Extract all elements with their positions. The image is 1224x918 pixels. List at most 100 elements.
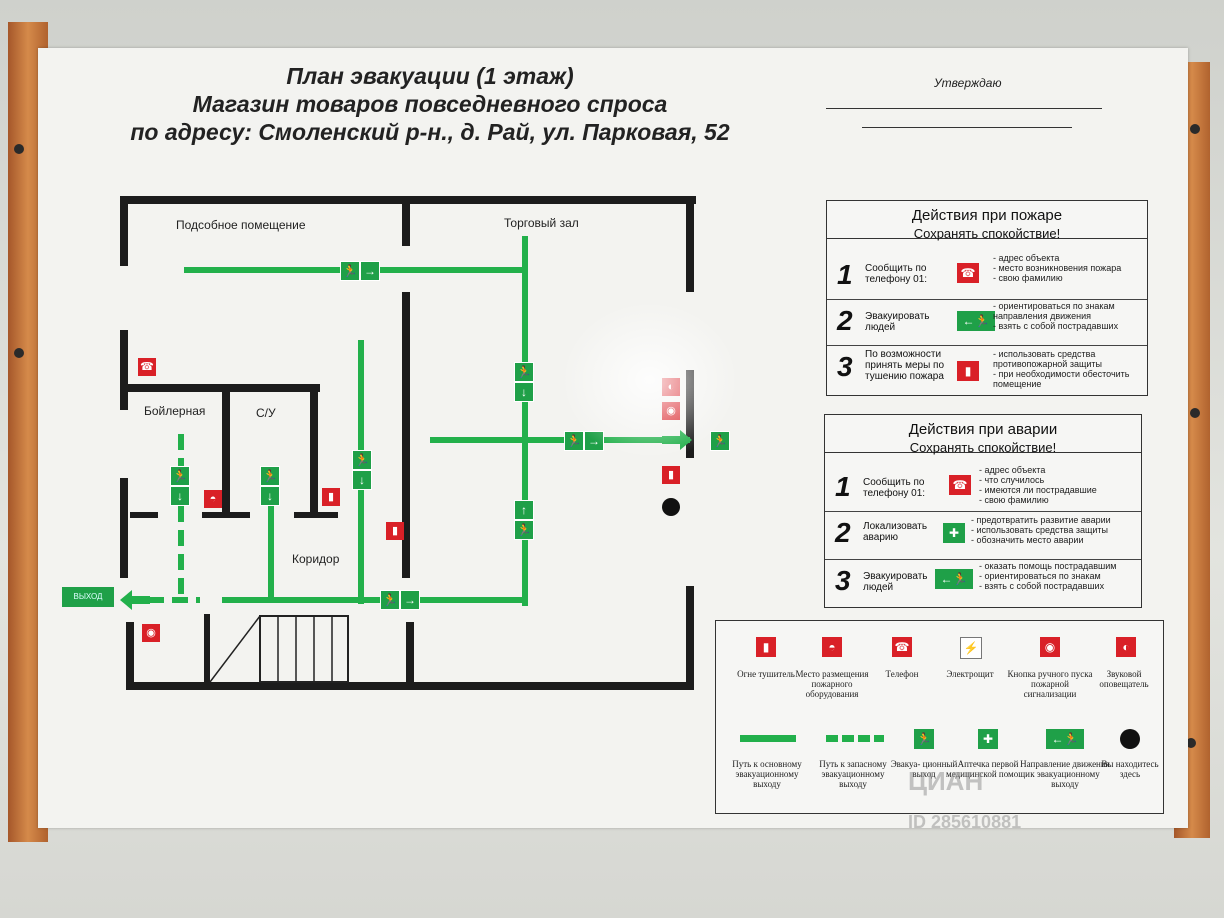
running-man-icon: 🏃: [564, 431, 584, 451]
shop-name: Магазин товаров повседневного спроса: [192, 91, 668, 117]
signature-line: [826, 108, 1102, 109]
step-details: - адрес объекта - место возникновения по…: [993, 253, 1122, 283]
step-action: Сообщить по телефону 01:: [865, 263, 928, 285]
phone-icon: ☎: [138, 358, 156, 376]
arrow-up-icon: ↑: [514, 500, 534, 520]
legend-phone: Телефон: [885, 669, 919, 679]
running-man-icon: 🏃: [352, 450, 372, 470]
phone-icon: ☎: [949, 475, 971, 495]
legend-evac-exit: Эвакуа- ционный выход: [890, 759, 958, 779]
fire-actions-title: Действия при пожаре: [911, 207, 1063, 224]
plan-wall: [126, 622, 134, 688]
step-number: 2: [835, 517, 851, 548]
approve-label: Утверждаю: [934, 76, 1002, 90]
step-number: 3: [837, 351, 853, 382]
plan-wall: [130, 512, 158, 518]
step-number: 3: [835, 565, 851, 596]
spare-evac-path: [178, 434, 184, 602]
exit-sign: ВЫХОД: [62, 587, 114, 607]
main-path-sample: [740, 735, 796, 742]
step-action: Сообщить по телефону 01:: [863, 477, 926, 499]
main-evac-path: [268, 466, 274, 602]
plan-wall: [406, 622, 414, 684]
fire-actions-subtitle: Сохранять спокойствие!: [913, 226, 1061, 241]
running-man-icon: 🏃: [514, 520, 534, 540]
first-aid-icon: ✚: [978, 729, 998, 749]
plan-wall: [294, 512, 338, 518]
main-evac-path: [522, 236, 528, 606]
accident-actions-box: Действия при аварии Сохранять спокойстви…: [824, 414, 1142, 608]
screw-icon: [14, 348, 24, 358]
first-aid-icon: ✚: [943, 523, 965, 543]
extinguisher-icon: ▮: [756, 637, 776, 657]
plan-wall: [120, 196, 128, 266]
plan-wall: [686, 586, 694, 690]
plan-wall: [120, 478, 128, 578]
fire-actions-box: Действия при пожаре Сохранять спокойстви…: [826, 200, 1148, 396]
legend-spare-path: Путь к запасному эвакуационному выходу: [819, 759, 887, 789]
fire-step-row: 3 По возможности принять меры по тушению…: [827, 345, 1147, 393]
extinguisher-icon: ▮: [957, 361, 979, 381]
arrow-down-icon: ↓: [260, 486, 280, 506]
extinguisher-icon: ▮: [322, 488, 340, 506]
legend-electric: Электрощит: [946, 669, 994, 679]
watermark-id: ID 285610881: [908, 812, 1022, 832]
running-man-icon: 🏃: [340, 261, 360, 281]
extinguisher-icon: ▮: [662, 466, 680, 484]
signature-line: [862, 127, 1072, 128]
watermark-brand: ЦИАН: [908, 766, 984, 796]
alarm-button-icon: ◉: [1040, 637, 1060, 657]
legend-fire-equipment: Место размещения пожарного оборудования: [795, 669, 869, 699]
room-label-wc: С/У: [256, 406, 276, 420]
arrow-right-icon: [662, 430, 692, 450]
step-action: Локализовать аварию: [863, 521, 928, 543]
step-action: Эвакуировать людей: [865, 311, 930, 333]
running-man-icon: 🏃: [380, 590, 400, 610]
step-action: По возможности принять меры по тушению п…: [865, 349, 945, 382]
alarm-button-icon: ◉: [662, 402, 680, 420]
plan-wall: [204, 614, 210, 686]
room-label-auxiliary: Подсобное помещение: [176, 218, 306, 232]
step-number: 1: [835, 471, 851, 502]
arrow-down-icon: ↓: [514, 382, 534, 402]
step-details: - адрес объекта - что случилось - имеютс…: [979, 465, 1097, 505]
fire-equipment-icon: ◓: [822, 637, 842, 657]
accident-step-row: 2 Локализовать аварию ✚ - предотвратить …: [825, 511, 1141, 560]
arrow-down-icon: ↓: [352, 470, 372, 490]
running-man-icon: 🏃: [514, 362, 534, 382]
sound-alarm-icon: ◐: [662, 378, 680, 396]
plan-wall: [686, 196, 694, 292]
arrow-right-icon: →: [584, 431, 604, 451]
room-label-sales-hall: Торговый зал: [504, 216, 579, 230]
evac-exit-icon: 🏃: [914, 729, 934, 749]
phone-icon: ☎: [957, 263, 979, 283]
staircase: [209, 615, 349, 683]
legend-extinguisher: Огне тушитель: [737, 669, 795, 679]
direction-sign-icon: ←🏃: [957, 311, 995, 331]
screw-icon: [1186, 738, 1196, 748]
spare-path-sample: [826, 735, 884, 742]
plan-wall: [120, 330, 128, 410]
accident-actions-subtitle: Сохранять спокойствие!: [909, 440, 1057, 455]
legend-first-aid: Аптечка первой медицинской помощи: [946, 759, 1030, 779]
arrow-down-icon: ↓: [170, 486, 190, 506]
step-number: 2: [837, 305, 853, 336]
accident-step-row: 1 Сообщить по телефону 01: ☎ - адрес объ…: [825, 463, 1141, 512]
step-details: - предотвратить развитие аварии - исполь…: [971, 515, 1111, 545]
room-label-boiler: Бойлерная: [144, 404, 206, 418]
step-action: Эвакуировать людей: [863, 571, 928, 593]
arrow-right-icon: →: [400, 590, 420, 610]
plan-wall: [402, 196, 410, 246]
accident-actions-title: Действия при аварии: [908, 421, 1058, 438]
plan-wall: [120, 384, 320, 392]
plan-wall: [202, 512, 250, 518]
fire-equipment-icon: ◓: [204, 490, 222, 508]
evac-exit-icon: 🏃: [710, 431, 730, 451]
running-man-icon: 🏃: [260, 466, 280, 486]
plan-wall: [402, 292, 410, 578]
extinguisher-icon: ▮: [386, 522, 404, 540]
legend-direction: Направление движения к эвакуационному вы…: [1020, 759, 1110, 789]
room-label-corridor: Коридор: [292, 552, 340, 566]
main-evac-path: [222, 597, 528, 603]
screw-icon: [14, 144, 24, 154]
